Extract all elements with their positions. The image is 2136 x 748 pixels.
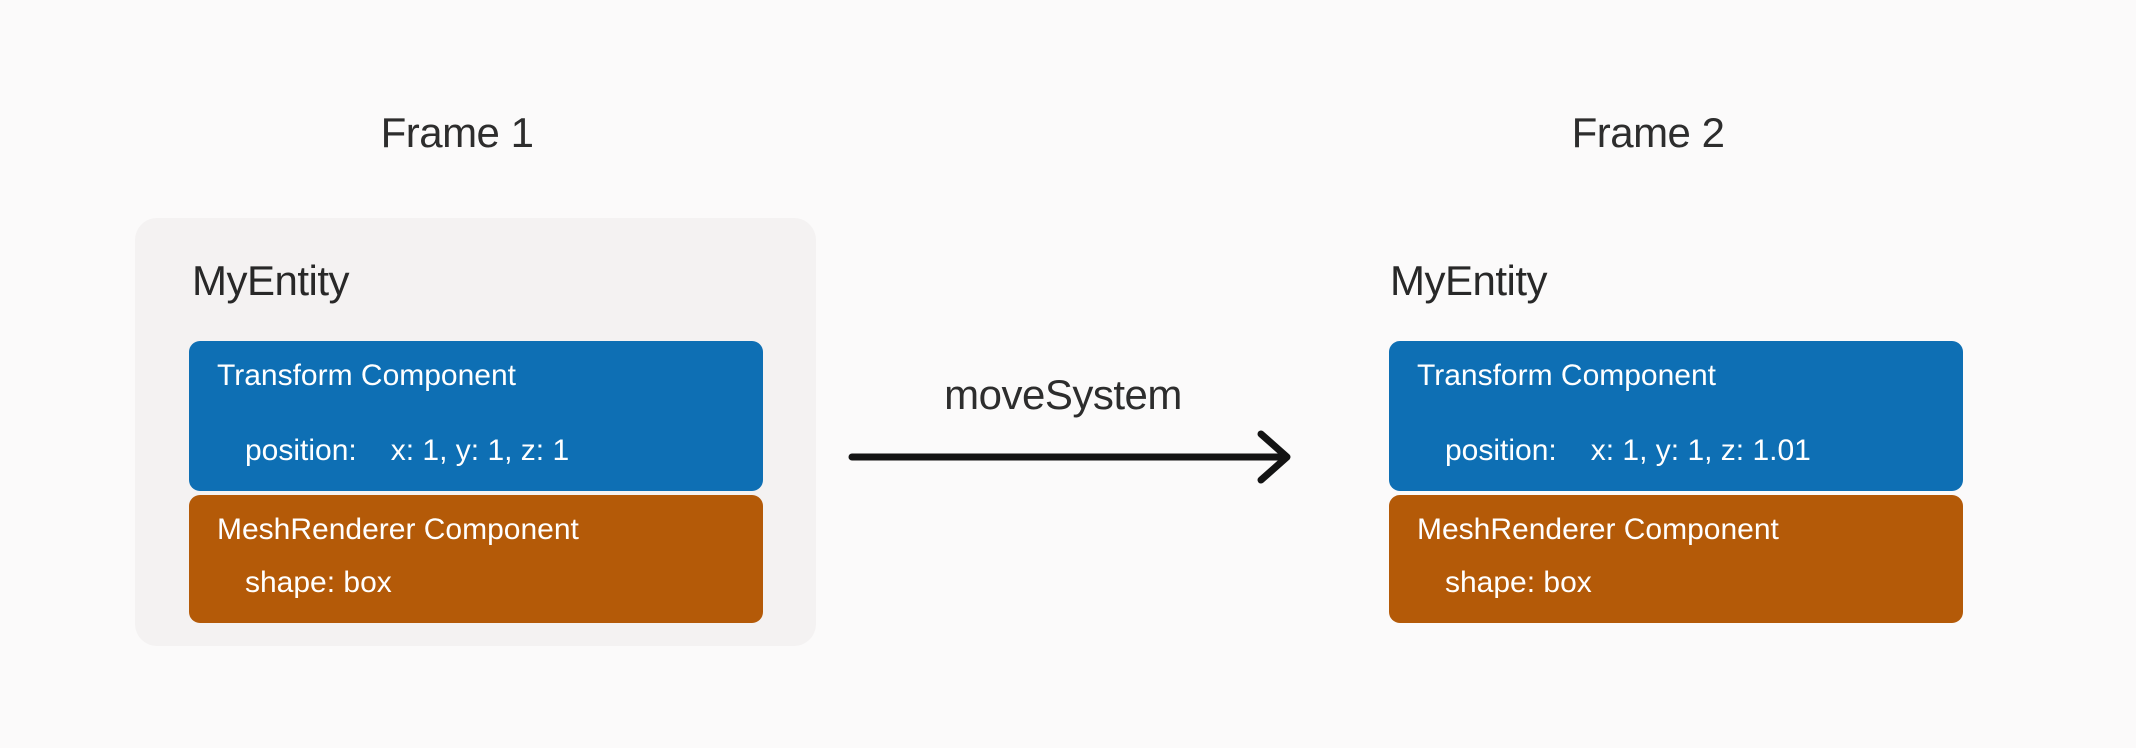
transform-component-title: Transform Component (1417, 359, 1717, 392)
entity-name-frame2: MyEntity (1390, 257, 1548, 304)
move-system-arrow-icon (848, 430, 1291, 484)
meshrenderer-component-box-frame2: MeshRenderer Component shape: box (1389, 495, 1963, 623)
move-system-label: moveSystem (944, 371, 1182, 418)
transform-position-row: position: x: 1, y: 1, z: 1 (217, 432, 735, 470)
shape-property: shape: box (1445, 565, 1592, 599)
transform-position-row: position: x: 1, y: 1, z: 1.01 (1417, 432, 1935, 470)
position-value: x: 1, y: 1, z: 1 (390, 433, 570, 467)
frame-1-title: Frame 1 (380, 109, 534, 156)
position-value: x: 1, y: 1, z: 1.01 (1590, 433, 1811, 467)
transform-component-box-frame2: Transform Component position: x: 1, y: 1,… (1389, 341, 1963, 491)
transform-component-title: Transform Component (217, 359, 517, 392)
meshrenderer-component-title: MeshRenderer Component (217, 513, 579, 546)
frame-2-title: Frame 2 (1571, 109, 1725, 156)
transform-component-box-frame1: Transform Component position: x: 1, y: 1,… (189, 341, 763, 491)
position-label: position: (1445, 433, 1557, 467)
meshrenderer-component-box-frame1: MeshRenderer Component shape: box (189, 495, 763, 623)
shape-property: shape: box (245, 565, 392, 599)
entity-name-frame1: MyEntity (192, 257, 350, 304)
meshrenderer-component-title: MeshRenderer Component (1417, 513, 1779, 546)
position-label: position: (245, 433, 357, 467)
